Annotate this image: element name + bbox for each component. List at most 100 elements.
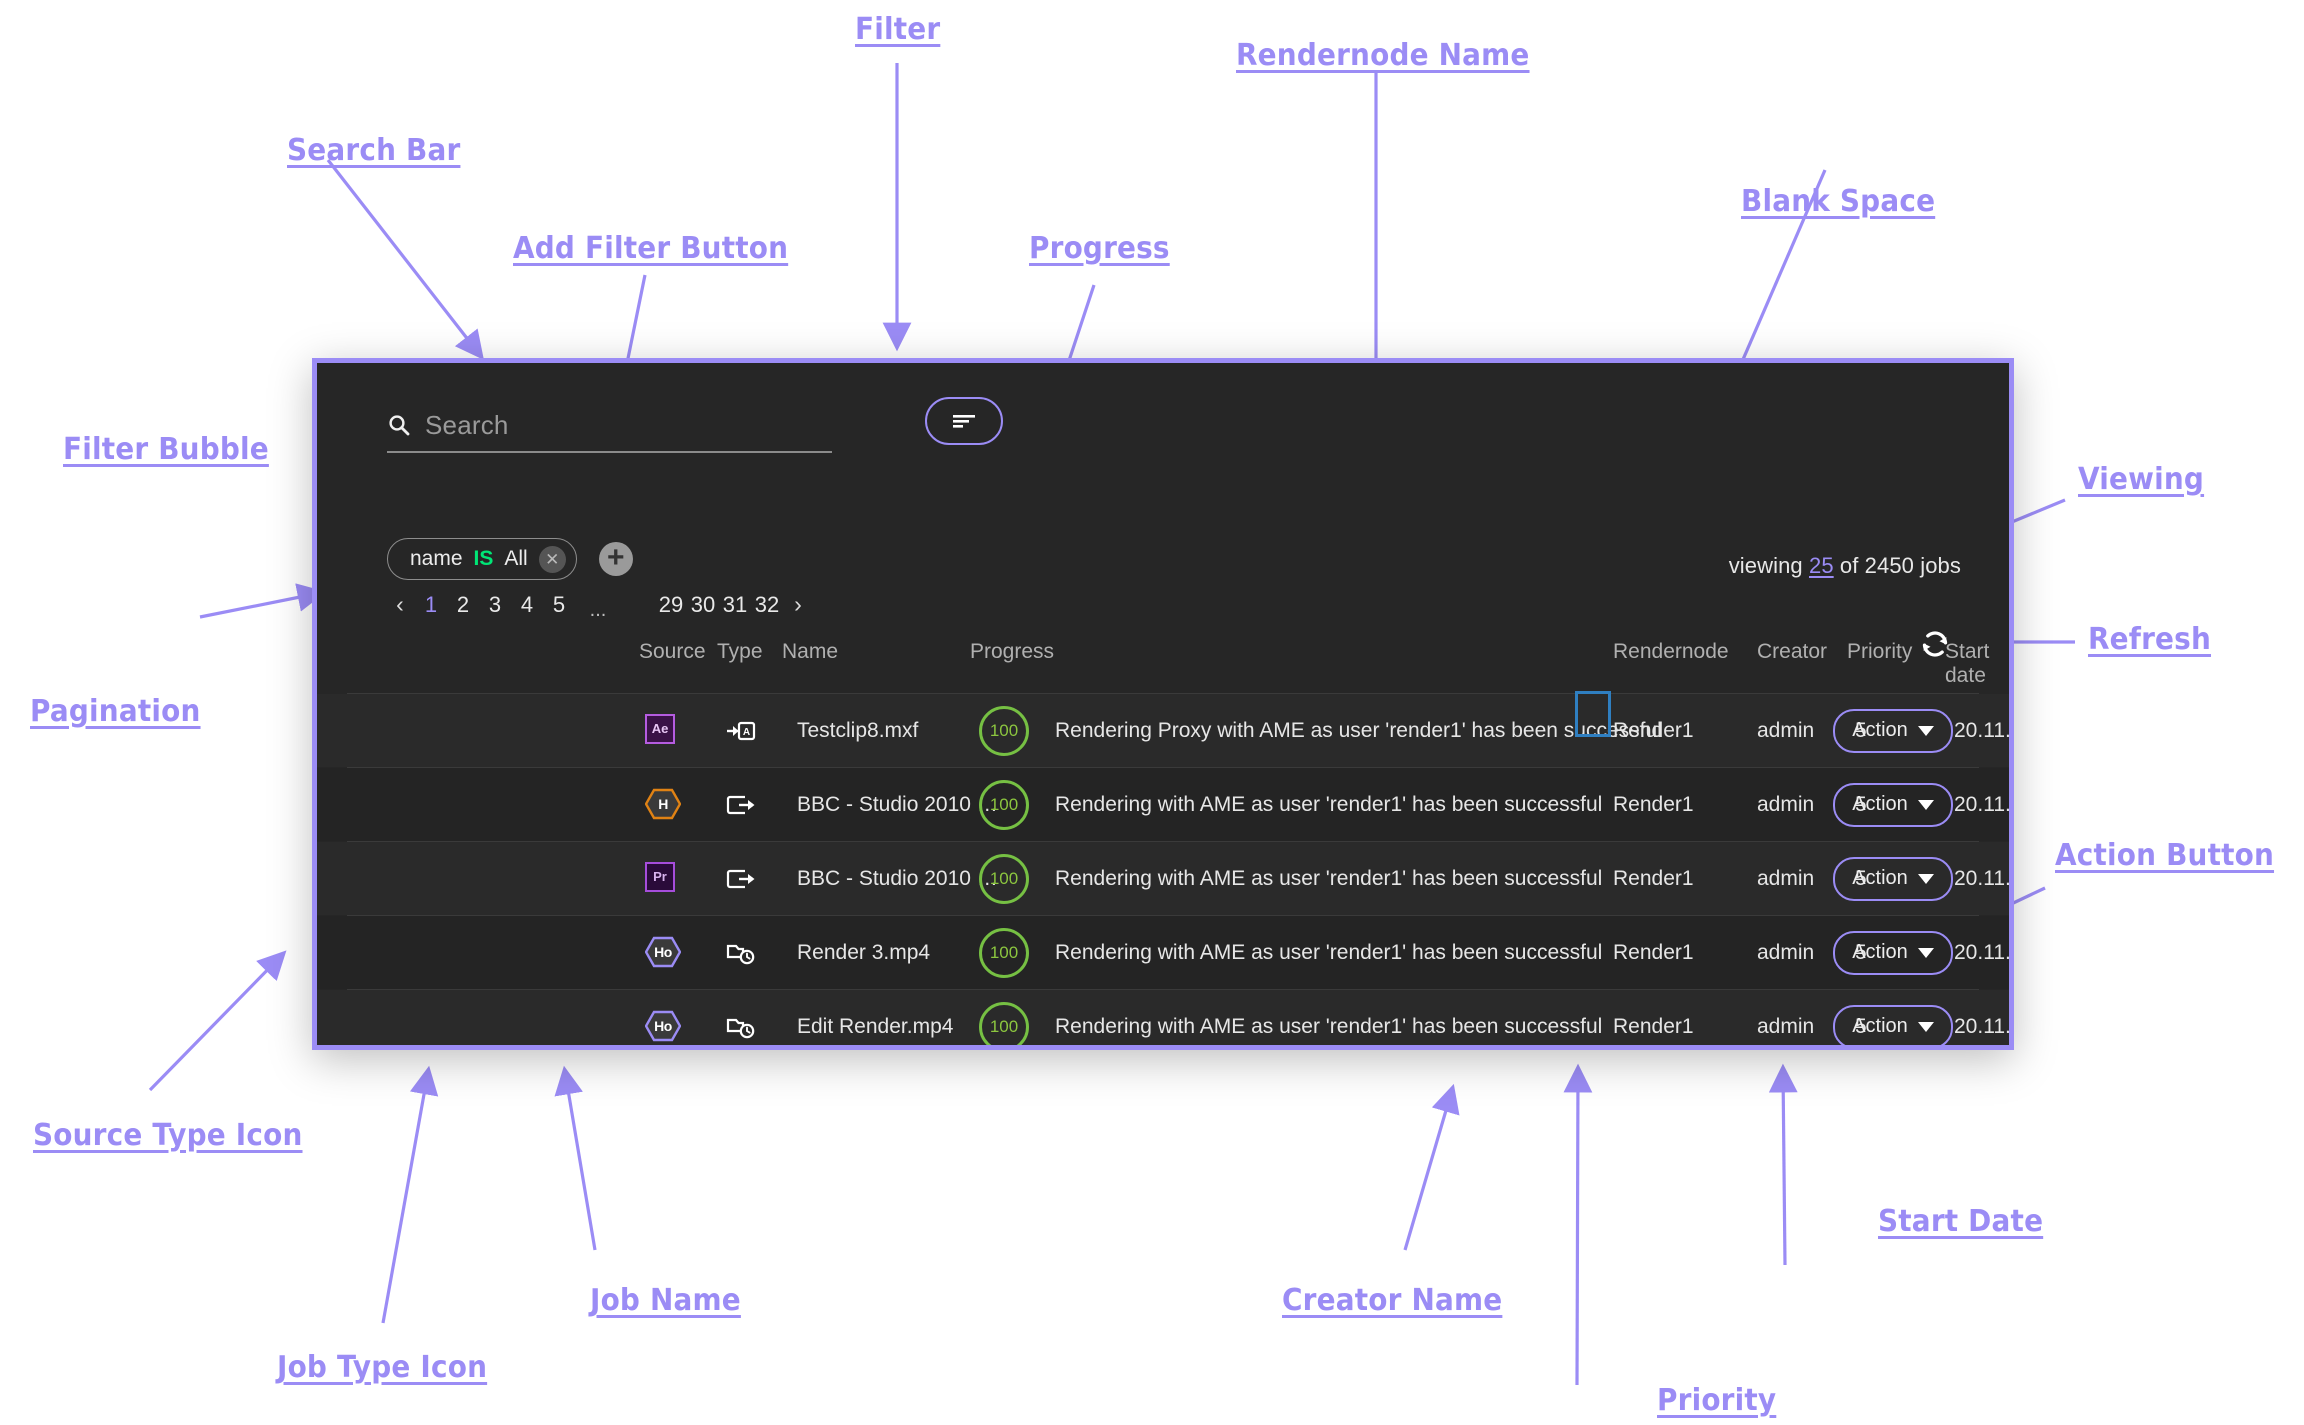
pagination-page-29[interactable]: 29 [658,592,684,617]
action-button[interactable]: Action [1833,856,1953,901]
job-status: Rendering with AME as user 'render1' has… [1055,866,1603,890]
chevron-down-icon [1917,799,1934,810]
job-status: Rendering Proxy with AME as user 'render… [1055,718,1662,742]
pagination-prev[interactable]: ‹ [396,591,404,617]
viewing-count[interactable]: 25 [1809,553,1834,578]
action-button-label: Action [1852,793,1908,815]
viewing-suffix: jobs [1920,553,1961,578]
column-header-start-date[interactable]: Start date [1945,640,1990,687]
table-row[interactable]: H BBC - Studio 2010 … 100 Rendering with… [317,768,2009,841]
source-label: Ho [654,1017,672,1034]
creator-name: admin [1757,718,1815,742]
import-to-ame-icon: A [727,721,756,740]
action-button[interactable]: Action [1833,708,1953,753]
annotation-label-job-name: Job Name [590,1283,741,1318]
pagination-page-3[interactable]: 3 [488,592,502,617]
table-header: Source Type Name Progress Rendernode Cre… [317,631,2009,687]
pagination-ellipsis: ... [589,599,607,621]
pagination-page-30[interactable]: 30 [690,592,716,617]
export-icon [726,869,755,888]
creator-name: admin [1757,1014,1815,1038]
start-date: 20.11.2019 10:15:06 [1954,866,2011,890]
job-status: Rendering with AME as user 'render1' has… [1055,792,1603,816]
source-label: Pr [653,869,667,884]
rendernode-name: Render1 [1613,940,1694,964]
progress-indicator: 100 [979,853,1029,904]
pagination-next[interactable]: › [794,591,802,617]
filter-bubble-operator: IS [473,547,494,570]
annotation-label-filter-bubble: Filter Bubble [63,432,269,467]
progress-indicator: 100 [979,705,1029,756]
pagination-page-5[interactable]: 5 [552,592,566,617]
annotation-label-job-type-icon: Job Type Icon [277,1350,488,1385]
creator-name: admin [1757,940,1815,964]
row-separator [347,693,1979,694]
table-row[interactable]: Pr BBC - Studio 2010 … 100 Rendering wit… [317,842,2009,915]
annotation-label-start-date: Start Date [1878,1204,2044,1239]
progress-value: 100 [989,868,1019,888]
pagination-page-2[interactable]: 2 [456,592,470,617]
job-list-panel: Search name IS All ✕ + ‹ 1 2 3 4 5 ... [312,358,2014,1050]
annotation-label-blank-space: Blank Space [1741,184,1936,219]
viewing-total: 2450 [1864,553,1915,578]
start-date: 20.11.2019 10:17:22 [1954,718,2011,742]
row-separator [347,989,1979,990]
filter-bubble[interactable]: name IS All ✕ [387,538,577,580]
rendernode-name: Render1 [1613,718,1694,742]
viewing-status: viewing 25 of 2450 jobs [1729,553,1961,579]
action-button[interactable]: Action [1833,1004,1953,1045]
priority-value: 5 [1855,718,1867,742]
job-name: BBC - Studio 2010 … [797,792,998,816]
pagination-page-31[interactable]: 31 [722,592,748,617]
column-header-rendernode[interactable]: Rendernode [1613,640,1729,663]
progress-value: 100 [989,1016,1019,1036]
viewing-middle: of [1839,553,1859,578]
job-status: Rendering with AME as user 'render1' has… [1055,940,1603,964]
action-button-label: Action [1852,941,1908,963]
table-row[interactable]: Ae A Testclip8.mxf 100 Rendering Proxy w… [317,694,2009,767]
creator-name: admin [1757,792,1815,816]
table-row[interactable]: Ho Render 3.mp4 100 Rendering with AME a… [317,916,2009,989]
add-filter-button[interactable]: + [598,542,633,576]
progress-indicator: 100 [979,779,1029,830]
action-button-label: Action [1852,1015,1908,1037]
annotation-label-search-bar: Search Bar [287,133,461,168]
close-icon[interactable]: ✕ [538,545,566,573]
premiere-pro-icon: Pr [645,861,679,896]
filter-bubble-value: All [504,547,528,570]
search-input[interactable]: Search [387,399,832,453]
column-header-progress[interactable]: Progress [970,640,1055,663]
refresh-icon[interactable] [1917,626,1953,662]
priority-value: 5 [1855,940,1867,964]
pagination-page-1[interactable]: 1 [424,592,438,617]
source-label: Ho [654,943,672,960]
watchfolder-icon [726,1018,755,1038]
column-header-priority[interactable]: Priority [1847,640,1913,663]
annotation-label-rendernode-name: Rendernode Name [1236,38,1530,73]
progress-indicator: 100 [979,927,1029,978]
table-row[interactable]: Ho Edit Render.mp4 100 Rendering with AM… [317,990,2009,1045]
action-button[interactable]: Action [1833,930,1953,975]
start-date: 20.11.2019 10:16:14 [1954,792,2011,816]
action-button-label: Action [1852,867,1908,889]
column-header-creator[interactable]: Creator [1757,640,1828,663]
column-header-source[interactable]: Source [639,640,706,663]
search-placeholder: Search [425,409,509,440]
annotation-label-creator-name: Creator Name [1282,1283,1503,1318]
column-header-name[interactable]: Name [782,640,839,663]
job-name: BBC - Studio 2010 … [797,866,998,890]
action-button[interactable]: Action [1833,782,1953,827]
row-separator [347,767,1979,768]
annotation-label-source-type-icon: Source Type Icon [33,1118,303,1153]
priority-value: 5 [1855,1014,1867,1038]
filter-button[interactable] [925,397,1003,445]
progress-value: 100 [989,942,1019,962]
pagination-page-32[interactable]: 32 [754,592,780,617]
column-header-type[interactable]: Type [717,640,763,663]
job-status: Rendering with AME as user 'render1' has… [1055,1014,1603,1038]
priority-value: 5 [1855,866,1867,890]
progress-indicator: 100 [979,1001,1029,1045]
creator-name: admin [1757,866,1815,890]
start-date: 20.11.2019 10:09:14 [1954,940,2011,964]
pagination-page-4[interactable]: 4 [520,592,534,617]
